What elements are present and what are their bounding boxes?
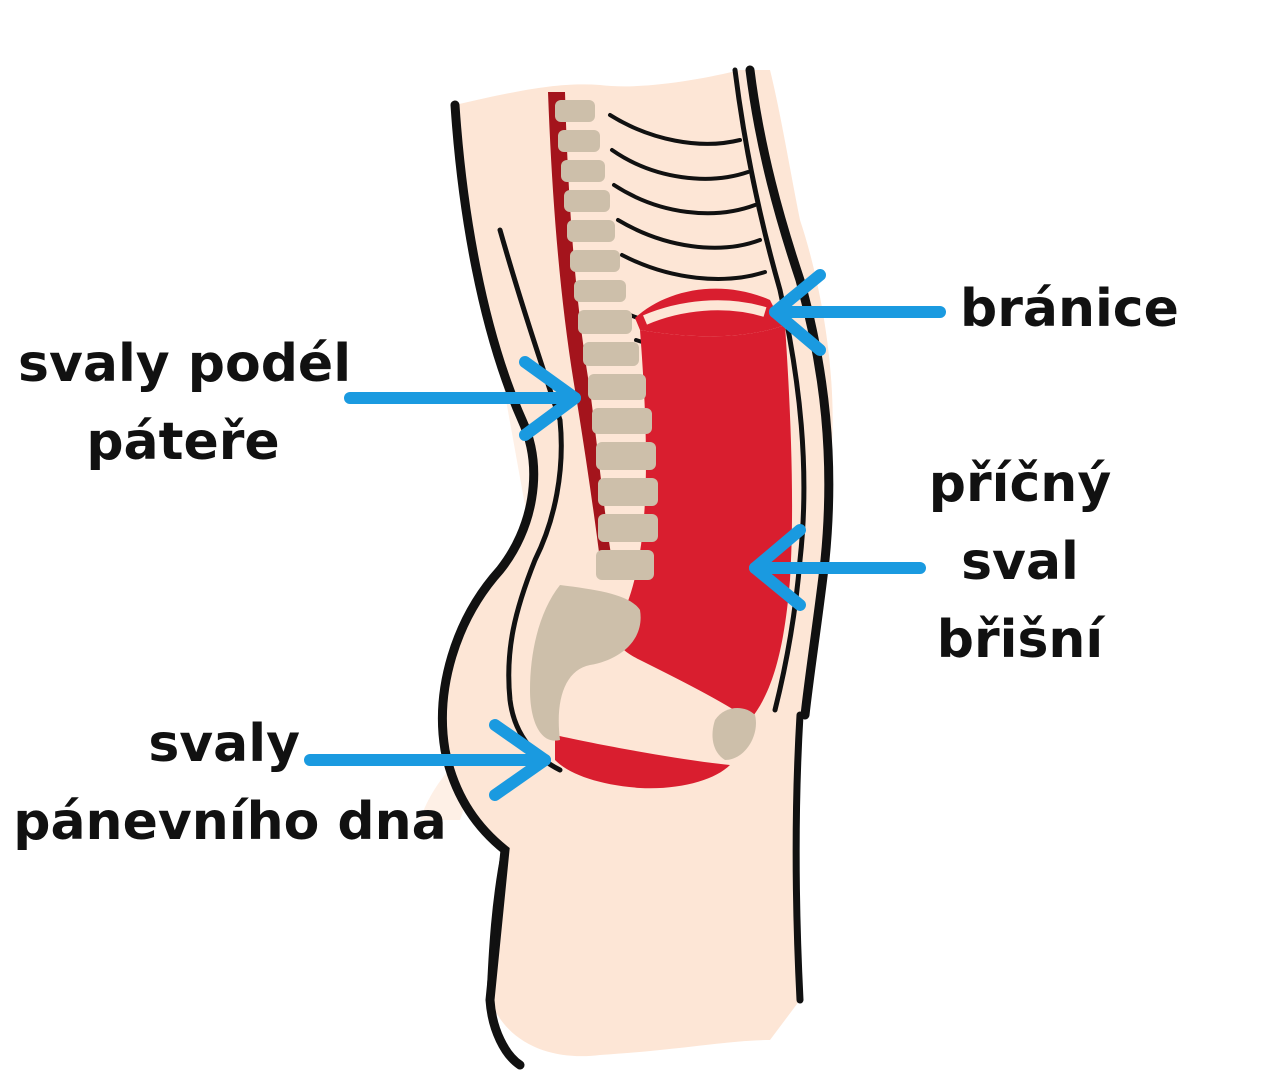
sacrum (530, 585, 641, 741)
label-transversus-line1: příčný (928, 454, 1112, 514)
front-outline (745, 65, 834, 720)
arrows[interactable] (304, 269, 946, 801)
leg-front-outline (792, 711, 804, 1004)
label-pelvic-floor-line1: svaly (148, 714, 300, 774)
transversus-muscle (616, 325, 793, 720)
leg-back-outline (486, 846, 509, 1004)
arrow-pelvic-floor[interactable] (304, 719, 551, 801)
label-pelvic-floor-line2: pánevního dna (13, 792, 447, 852)
label-transversus: příčný sval břišní (920, 445, 1120, 679)
diaphragm (635, 288, 785, 337)
pubic-bone (712, 708, 756, 760)
label-pelvic-floor: svaly pánevního dna (10, 705, 450, 861)
label-spine-muscles-line1: svaly podél (18, 334, 352, 394)
arrow-transversus[interactable] (749, 524, 926, 611)
diaphragm-lower (643, 300, 767, 325)
label-branice: bránice (960, 279, 1179, 339)
label-transversus-line2: sval (961, 532, 1079, 592)
pelvic-floor (555, 735, 730, 789)
arrow-branice[interactable] (769, 269, 946, 356)
arrow-spine-muscles[interactable] (344, 356, 581, 441)
label-spine-muscles: svaly podél páteře (18, 325, 352, 481)
label-transversus-line3: břišní (936, 610, 1104, 670)
inner-back-line (497, 227, 564, 773)
vertebrae (555, 100, 658, 580)
front-inner-outline (732, 67, 807, 713)
label-spine-muscles-line2: páteře (86, 412, 280, 472)
